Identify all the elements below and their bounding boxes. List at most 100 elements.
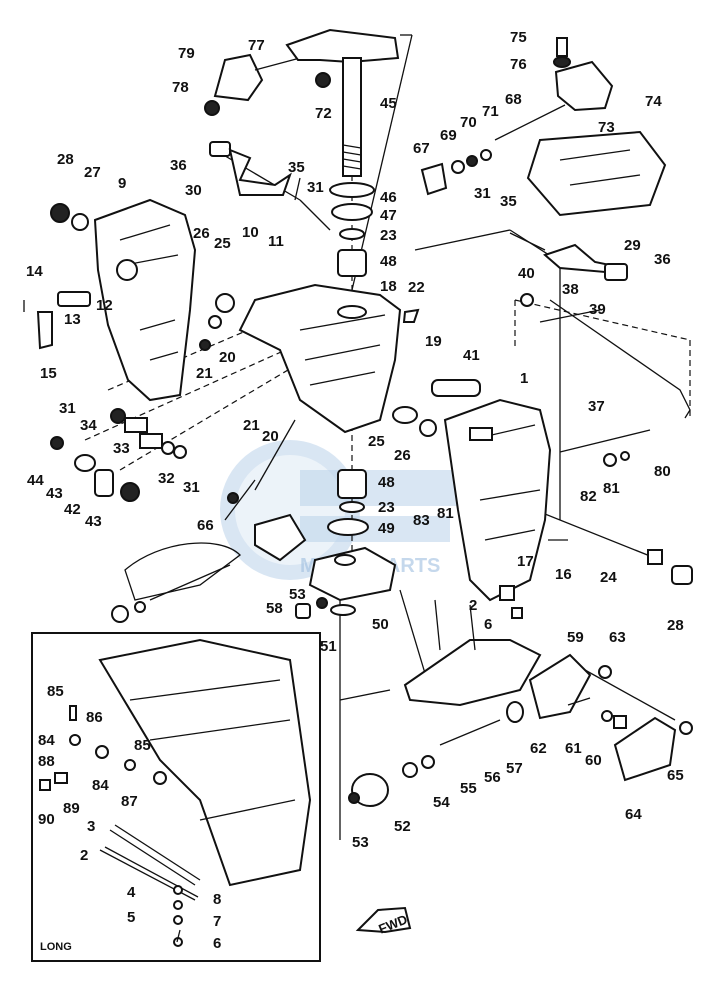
callout-84a: 84 [38, 732, 55, 749]
callout-85a: 85 [47, 683, 64, 700]
forward-arrow: FWD [355, 906, 412, 937]
callout-26a: 26 [193, 225, 210, 242]
callout-31d: 31 [183, 479, 200, 496]
anode-assembly [111, 419, 307, 623]
callout-76: 76 [510, 56, 527, 73]
callout-21b: 21 [243, 417, 260, 434]
callout-6b: 6 [213, 935, 221, 952]
callout-72: 72 [315, 105, 332, 122]
callout-71: 71 [482, 103, 499, 120]
callout-36b: 36 [654, 251, 671, 268]
callout-14: 14 [26, 263, 43, 280]
callout-11: 11 [268, 233, 284, 250]
callout-53b: 53 [352, 834, 369, 851]
callout-21a: 21 [196, 365, 213, 382]
tilt-levers [209, 141, 628, 281]
callout-28a: 28 [57, 151, 74, 168]
callout-41: 41 [463, 347, 480, 364]
callout-23b: 23 [378, 499, 395, 516]
pivot-small-parts [420, 149, 492, 196]
callout-82: 82 [580, 488, 597, 505]
callout-26b: 26 [394, 447, 411, 464]
callout-62: 62 [530, 740, 547, 757]
callout-33: 33 [113, 440, 130, 457]
callout-7: 7 [213, 913, 221, 930]
callout-53a: 53 [289, 586, 306, 603]
callout-31b: 31 [474, 185, 491, 202]
callout-25b: 25 [368, 433, 385, 450]
callout-86: 86 [86, 709, 103, 726]
trim-assembly [348, 653, 693, 807]
callout-19: 19 [425, 333, 442, 350]
callout-37: 37 [588, 398, 605, 415]
callout-3: 3 [87, 818, 95, 835]
callout-85b: 85 [134, 737, 151, 754]
center-pins [392, 379, 481, 437]
callout-2a: 2 [469, 597, 477, 614]
lower-steering-bracket [295, 546, 397, 619]
callout-31a: 31 [307, 179, 324, 196]
callout-10: 10 [242, 224, 259, 241]
callout-57: 57 [506, 760, 523, 777]
callout-40: 40 [518, 265, 535, 282]
lower-casing [403, 585, 542, 707]
callout-60: 60 [585, 752, 602, 769]
callout-labels: 79 77 78 72 45 75 76 74 73 68 71 70 69 6… [26, 29, 684, 952]
callout-73: 73 [598, 119, 615, 136]
callout-48b: 48 [378, 474, 395, 491]
callout-67: 67 [413, 140, 430, 157]
bracket-assembly [204, 53, 301, 116]
callout-89: 89 [63, 800, 80, 817]
callout-64: 64 [625, 806, 642, 823]
swivel-bracket [199, 283, 420, 434]
callout-69: 69 [440, 127, 457, 144]
callout-35b: 35 [500, 193, 517, 210]
callout-81b: 81 [437, 505, 454, 522]
callout-77: 77 [248, 37, 265, 54]
callout-75: 75 [510, 29, 527, 46]
callout-47: 47 [380, 207, 397, 224]
callout-38: 38 [562, 281, 579, 298]
callout-31c: 31 [59, 400, 76, 417]
callout-6a: 6 [484, 616, 492, 633]
callout-50: 50 [372, 616, 389, 633]
callout-54: 54 [433, 794, 450, 811]
callout-28b: 28 [667, 617, 684, 634]
callout-12: 12 [96, 297, 113, 314]
callout-83: 83 [413, 512, 430, 529]
callout-23a: 23 [380, 227, 397, 244]
steering-arm [285, 28, 400, 177]
callout-48a: 48 [380, 253, 397, 270]
left-clamp-bracket [23, 198, 197, 402]
callout-49: 49 [378, 520, 395, 537]
callout-29: 29 [624, 237, 641, 254]
callout-9: 9 [118, 175, 126, 192]
callout-88: 88 [38, 753, 55, 770]
callout-61: 61 [565, 740, 582, 757]
callout-56: 56 [484, 769, 501, 786]
callout-22: 22 [408, 279, 425, 296]
callout-4: 4 [127, 884, 136, 901]
callout-42: 42 [64, 501, 81, 518]
callout-16: 16 [555, 566, 572, 583]
callout-78: 78 [172, 79, 189, 96]
callout-8: 8 [213, 891, 221, 908]
callout-58: 58 [266, 600, 283, 617]
callout-30: 30 [185, 182, 202, 199]
inset-label: LONG [40, 941, 72, 953]
callout-43b: 43 [85, 513, 102, 530]
callout-55: 55 [460, 780, 477, 797]
callout-70: 70 [460, 114, 477, 131]
remote-bracket [494, 37, 667, 217]
callout-32: 32 [158, 470, 175, 487]
callout-35a: 35 [288, 159, 305, 176]
callout-87: 87 [121, 793, 138, 810]
callout-65: 65 [667, 767, 684, 784]
callout-17: 17 [517, 553, 534, 570]
callout-74: 74 [645, 93, 662, 110]
callout-44: 44 [27, 472, 44, 489]
callout-68: 68 [505, 91, 522, 108]
callout-63: 63 [609, 629, 626, 646]
callout-18: 18 [380, 278, 397, 295]
callout-43a: 43 [46, 485, 63, 502]
